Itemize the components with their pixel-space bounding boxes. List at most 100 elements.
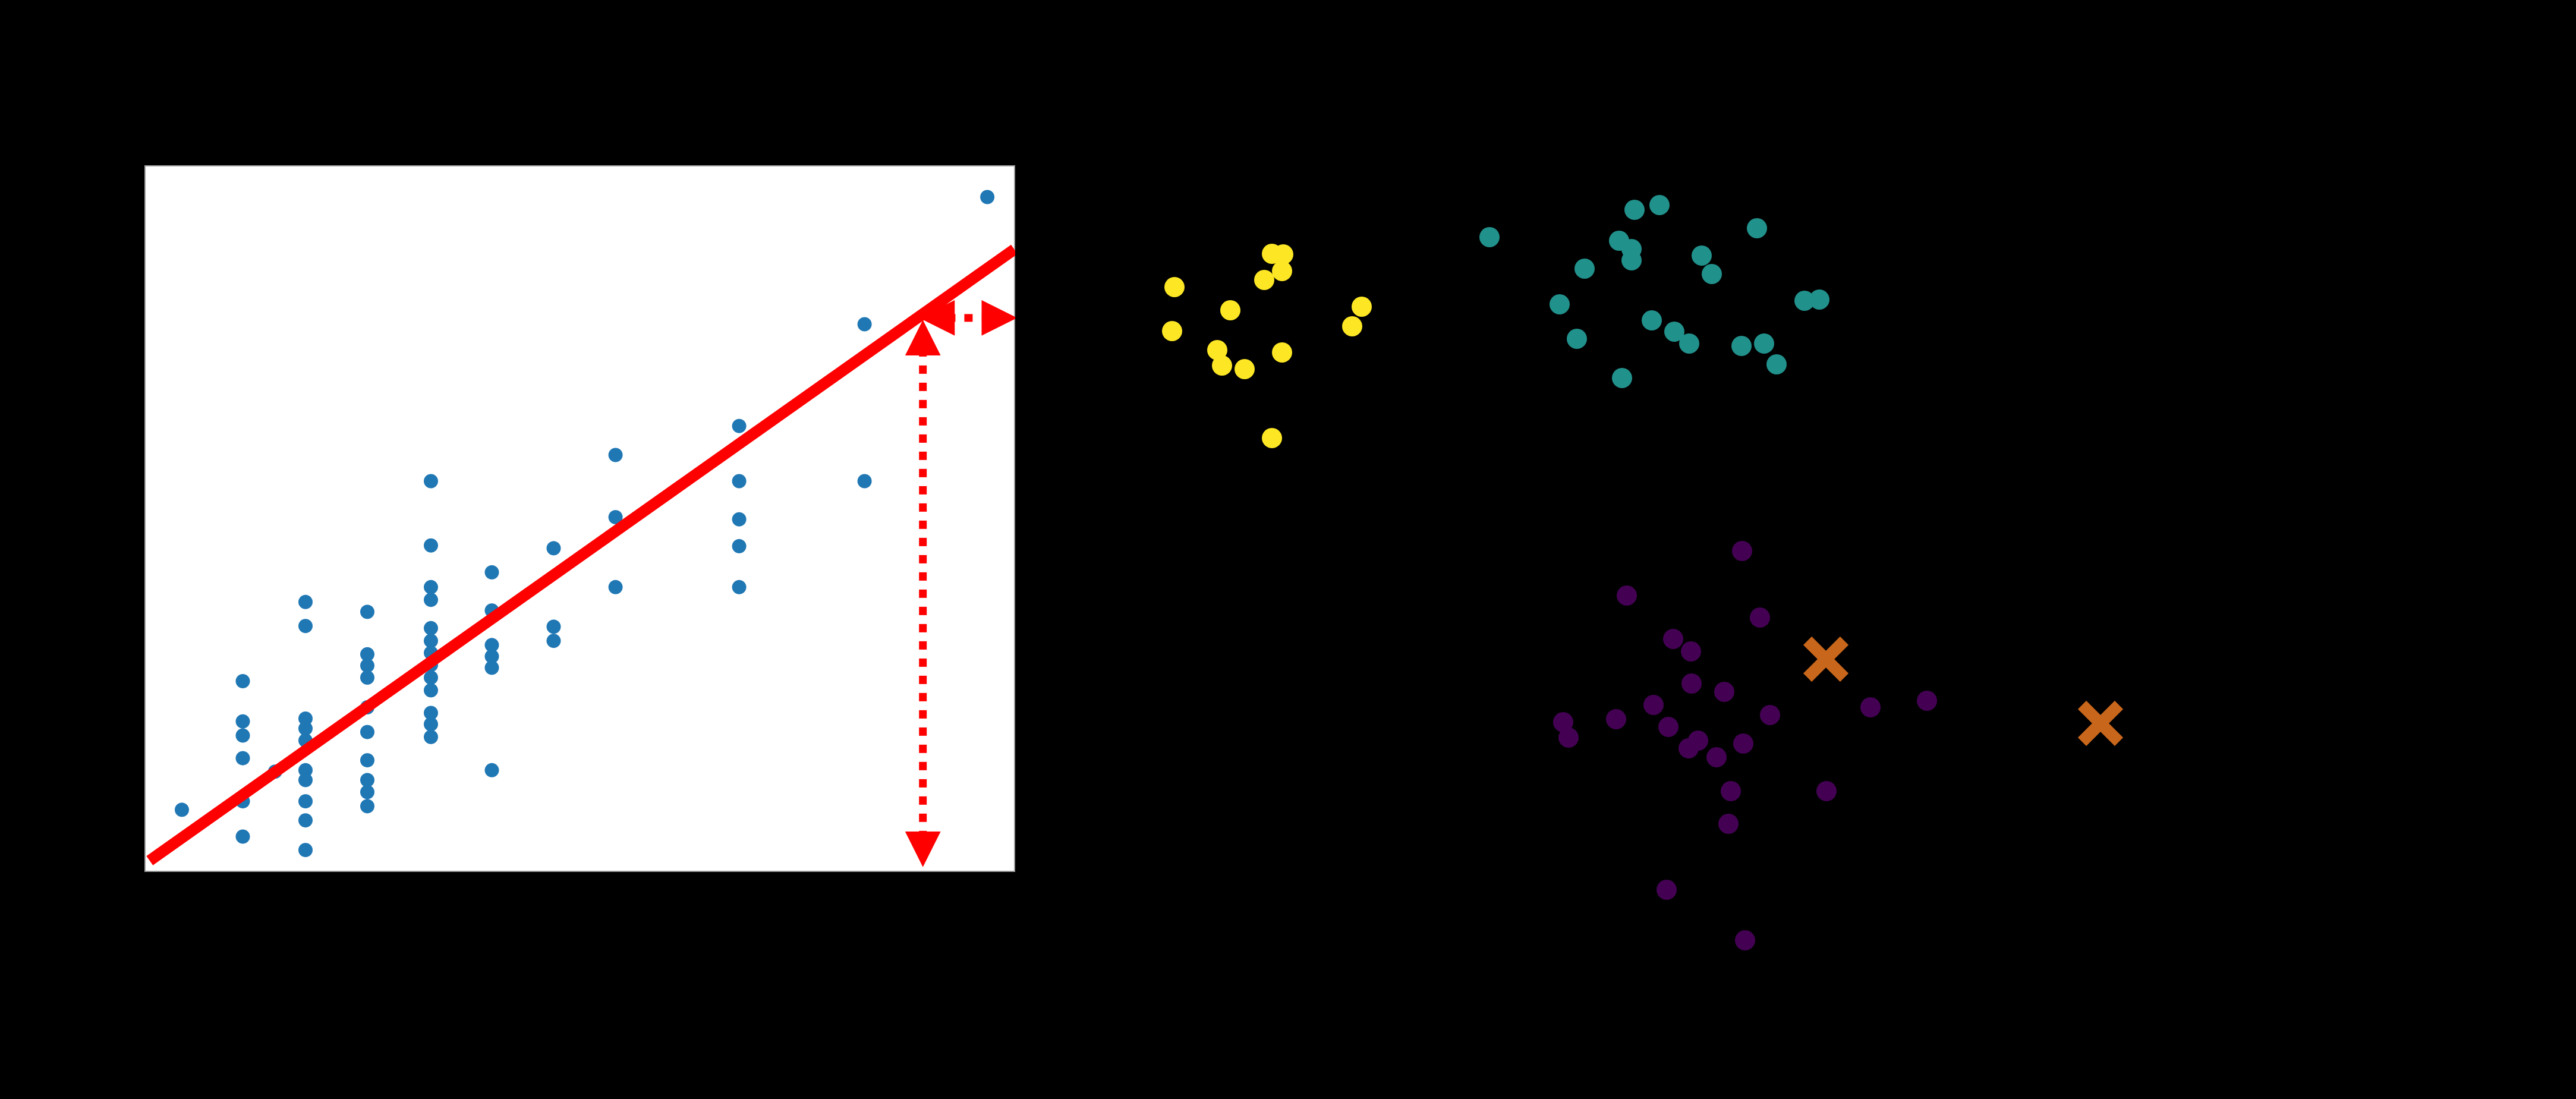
- cluster-teal-point: [1747, 218, 1767, 238]
- cluster-purple-point: [1681, 641, 1701, 662]
- scatter-point: [857, 317, 872, 332]
- cluster-teal-point: [1766, 354, 1787, 374]
- cluster-yellow-point: [1212, 355, 1232, 376]
- cluster-purple-point: [1718, 814, 1739, 834]
- cluster-purple-point: [1735, 930, 1755, 950]
- scatter-point: [360, 753, 374, 768]
- centroid-x-marker: [1803, 636, 1849, 682]
- cluster-yellow-point: [1235, 359, 1255, 379]
- scatter-point: [484, 763, 499, 777]
- cluster-purple-point: [1681, 673, 1702, 694]
- cluster-teal-point: [1567, 329, 1587, 349]
- cluster-purple-point: [1657, 880, 1677, 900]
- scatter-point: [608, 510, 623, 525]
- cluster-teal-point: [1624, 200, 1645, 220]
- scatter-point: [360, 785, 374, 799]
- regression-plot-panel: [144, 165, 1015, 872]
- cluster-yellow-point: [1164, 277, 1185, 297]
- cluster-teal-point: [1794, 291, 1815, 311]
- scatter-point: [298, 763, 313, 777]
- scatter-point: [298, 794, 313, 809]
- scatter-point: [298, 594, 313, 609]
- cluster-teal-point: [1692, 245, 1712, 266]
- scatter-point: [298, 813, 313, 828]
- scatter-point: [424, 706, 438, 720]
- scatter-point: [484, 660, 499, 675]
- centroid-x-marker: [2077, 700, 2124, 747]
- cluster-purple-point: [1617, 585, 1637, 606]
- cluster-purple-point: [1643, 695, 1664, 715]
- scatter-point: [235, 674, 250, 688]
- cluster-purple-point: [1860, 697, 1881, 717]
- scatter-point: [298, 619, 313, 634]
- cluster-teal-point: [1649, 195, 1670, 215]
- cluster-purple-point: [1706, 747, 1727, 767]
- cluster-teal-point: [1754, 333, 1774, 354]
- scatter-point: [424, 729, 438, 744]
- scatter-point: [546, 634, 561, 648]
- cluster-teal-point: [1731, 336, 1752, 356]
- scatter-point: [360, 658, 374, 673]
- cluster-yellow-point: [1272, 342, 1292, 363]
- scatter-point: [298, 843, 313, 858]
- cluster-teal-point: [1809, 289, 1829, 310]
- regression-chart: [144, 165, 1015, 872]
- cluster-yellow-point: [1207, 340, 1227, 360]
- scatter-point: [424, 670, 438, 685]
- scatter-point: [424, 474, 438, 489]
- cluster-yellow-point: [1262, 428, 1282, 448]
- scatter-point: [980, 190, 995, 204]
- scatter-point: [235, 829, 250, 844]
- scatter-point: [608, 448, 623, 462]
- scatter-point: [546, 619, 561, 634]
- cluster-purple-point: [1733, 733, 1753, 754]
- scatter-point: [360, 725, 374, 739]
- cluster-purple-point: [1558, 728, 1579, 748]
- scatter-point: [424, 593, 438, 607]
- scatter-point: [175, 802, 189, 817]
- scatter-point: [235, 714, 250, 729]
- cluster-teal-point: [1664, 322, 1684, 342]
- scatter-point: [484, 638, 499, 653]
- scatter-point: [360, 773, 374, 788]
- cluster-teal-point: [1702, 264, 1722, 284]
- cluster-teal-point: [1679, 333, 1699, 354]
- scatter-point: [484, 649, 499, 664]
- cluster-purple-point: [1816, 781, 1837, 801]
- scatter-point: [732, 512, 747, 527]
- cluster-purple-point: [1658, 717, 1679, 737]
- scatter-point: [360, 604, 374, 619]
- cluster-purple-point: [1732, 541, 1752, 561]
- scatter-point: [424, 683, 438, 698]
- scatter-point: [298, 773, 313, 788]
- fit-line: [146, 244, 1015, 865]
- cluster-purple-point: [1553, 712, 1573, 732]
- cluster-purple-point: [1606, 709, 1626, 729]
- scatter-point: [424, 717, 438, 732]
- cluster-purple-point: [1760, 705, 1780, 725]
- cluster-purple-point: [1721, 781, 1741, 801]
- cluster-teal-point: [1550, 294, 1570, 314]
- cluster-yellow-point: [1220, 300, 1240, 320]
- cluster-purple-point: [1688, 730, 1708, 751]
- scatter-point: [235, 751, 250, 766]
- scatter-point: [424, 580, 438, 594]
- scatter-point: [298, 711, 313, 726]
- cluster-teal-point: [1642, 310, 1662, 330]
- scatter-point: [235, 728, 250, 743]
- scatter-point: [546, 541, 561, 556]
- plot-spines: [144, 165, 1015, 872]
- cluster-yellow-point: [1342, 316, 1362, 336]
- cluster-purple-point: [1750, 607, 1770, 628]
- scatter-point: [484, 565, 499, 580]
- cluster-teal-point: [1574, 259, 1595, 279]
- scatter-point: [732, 474, 747, 489]
- cluster-teal-point: [1612, 368, 1632, 388]
- cluster-teal-point: [1621, 250, 1642, 270]
- scatter-point: [360, 670, 374, 685]
- scatter-point: [360, 647, 374, 662]
- scatter-point: [857, 474, 872, 489]
- cluster-purple-point: [1663, 629, 1683, 649]
